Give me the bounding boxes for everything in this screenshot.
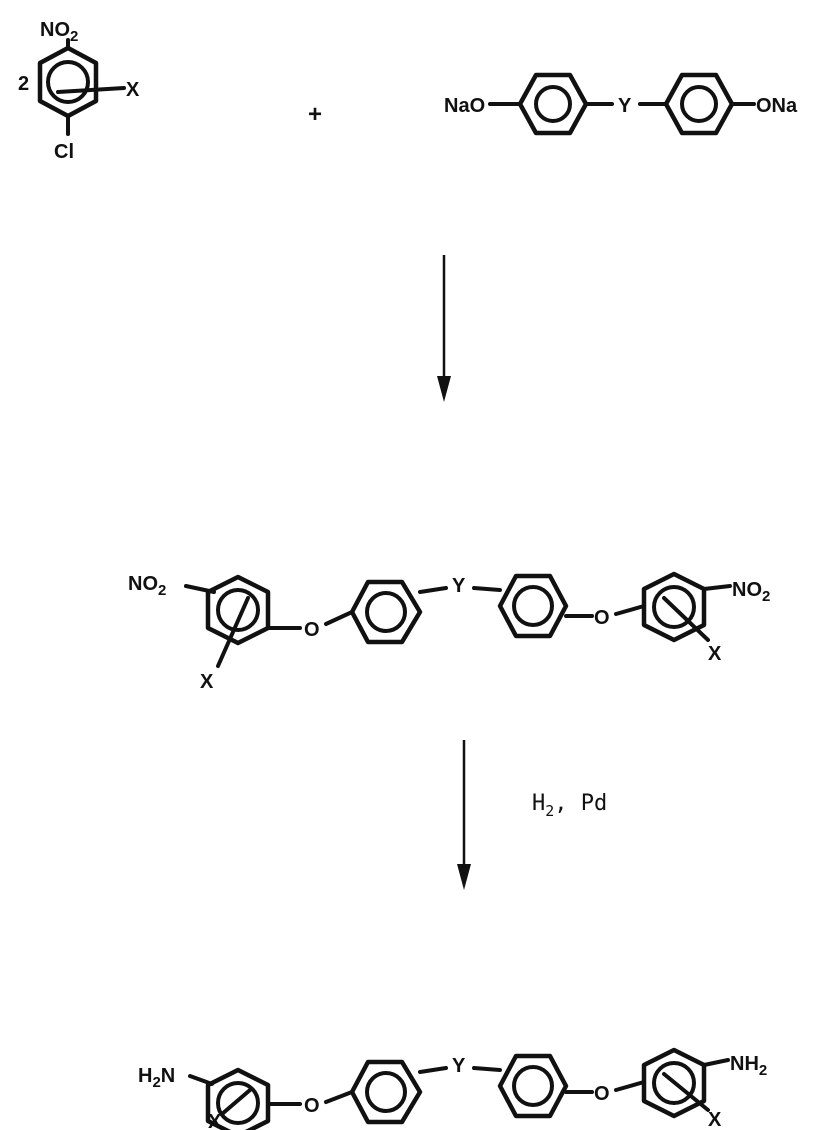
benzene-ring [205, 574, 271, 646]
label-nao: NaO [444, 95, 485, 117]
label-no2: NO2 [40, 19, 78, 45]
label-o-left: O [304, 619, 320, 641]
bond-x-left [216, 596, 250, 668]
label-y: Y [618, 95, 632, 117]
label-o-right: O [594, 1083, 610, 1105]
label-ona: ONa [756, 95, 798, 117]
benzene-ring [205, 1067, 271, 1130]
label-cl: Cl [54, 141, 74, 163]
aromatic-circle [216, 588, 260, 632]
benzene-ring [663, 72, 735, 136]
benzene-ring [517, 72, 589, 136]
aromatic-circle [512, 585, 554, 627]
label-o-right: O [594, 607, 610, 629]
label-coefficient: 2 [18, 73, 29, 95]
label-nh2-right: NH2 [730, 1053, 767, 1079]
benzene-ring [497, 573, 569, 639]
bond-x-sub [56, 86, 126, 94]
bond-o-right-b [614, 604, 646, 616]
label-x-left: X [208, 1111, 222, 1130]
aromatic-circle [512, 1065, 554, 1107]
reaction-arrow-2 [457, 740, 471, 890]
label-y: Y [452, 575, 466, 597]
label-x: X [126, 79, 140, 101]
bond-o-left-b [324, 610, 354, 626]
bond-x-left [220, 1088, 252, 1116]
bond-y-right [472, 586, 502, 592]
bond-no2-right [702, 584, 732, 591]
bond-y-right [472, 1066, 502, 1072]
bond-nh2-right [702, 1058, 730, 1067]
label-x-left: X [200, 671, 214, 693]
intermediate-dinitro: NO2 X O Y O NO2 X [128, 571, 770, 693]
reactant-chloronitrobenzene: NO2 X Cl 2 [18, 19, 140, 163]
bond-o-right-b [614, 1080, 646, 1092]
label-x-right: X [708, 643, 722, 665]
bond-x-right [662, 596, 710, 642]
plus-sign: + [308, 101, 322, 128]
label-y: Y [452, 1055, 466, 1077]
bond-y-left [418, 586, 448, 594]
reaction-arrow-1 [437, 255, 451, 402]
aromatic-circle [652, 585, 696, 629]
benzene-ring [349, 1059, 423, 1125]
bond-x-right [662, 1072, 710, 1112]
label-x-right: X [708, 1109, 722, 1130]
bond-y-left [418, 1066, 448, 1074]
benzene-ring [349, 579, 423, 645]
aromatic-circle [652, 1061, 696, 1105]
reactant-bisphenolate: NaO Y ONa [444, 72, 798, 136]
reaction-condition: H2, Pd [532, 791, 607, 820]
label-h2n: H2N [138, 1065, 175, 1091]
product-diamine: H2N X O Y O NH2 X [138, 1047, 767, 1130]
label-no2-right: NO2 [732, 579, 770, 605]
benzene-ring [497, 1053, 569, 1119]
aromatic-circle [680, 85, 718, 123]
aromatic-circle [216, 1081, 260, 1125]
label-o-left: O [304, 1095, 320, 1117]
label-no2-left: NO2 [128, 573, 166, 599]
aromatic-circle [365, 1071, 407, 1113]
bond-o-left-b [324, 1090, 354, 1104]
aromatic-circle [534, 85, 572, 123]
aromatic-circle [365, 591, 407, 633]
aromatic-circle [46, 60, 90, 104]
